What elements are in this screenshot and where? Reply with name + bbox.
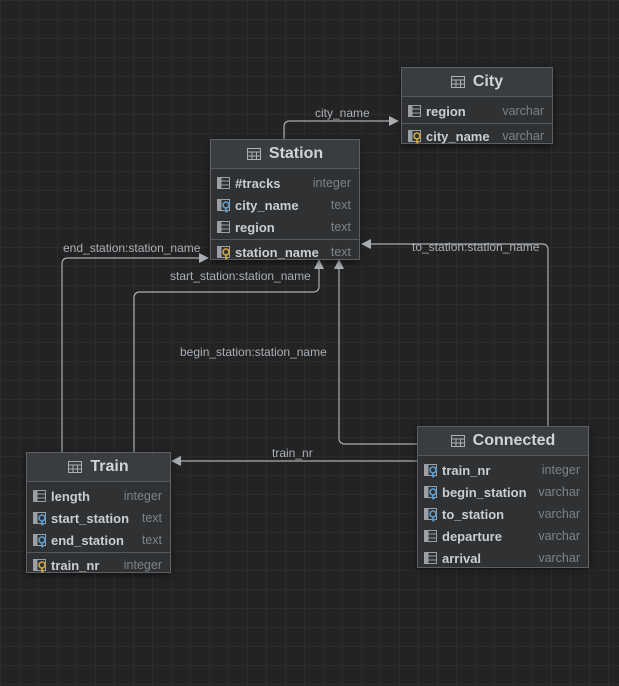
foreign-key-icon [217, 199, 230, 213]
table-header[interactable]: Connected [418, 427, 588, 456]
edge-begin-station [334, 259, 418, 445]
edge-to-station [361, 239, 549, 426]
column-row[interactable]: departure varchar [418, 525, 588, 547]
table-connected[interactable]: Connected train_nr integer begin_station… [417, 426, 589, 568]
column-type: varchar [502, 104, 544, 118]
column-row[interactable]: train_nr integer [418, 459, 588, 481]
table-icon [450, 435, 465, 447]
column-row[interactable]: region text [211, 216, 359, 238]
column-icon [424, 530, 437, 542]
column-name: arrival [442, 550, 482, 566]
key-separator [402, 123, 552, 124]
column-row[interactable]: begin_station varchar [418, 481, 588, 503]
label-city-name: city_name [315, 106, 370, 120]
table-icon [450, 76, 465, 88]
column-icon [217, 221, 230, 233]
key-separator [27, 552, 170, 553]
foreign-key-icon [424, 508, 437, 522]
primary-key-icon [217, 246, 230, 260]
column-name: train_nr [442, 462, 491, 478]
column-type: text [141, 511, 162, 525]
column-row[interactable]: to_station varchar [418, 503, 588, 525]
column-type: text [330, 220, 351, 234]
column-icon [424, 552, 437, 564]
key-separator [211, 239, 359, 240]
column-name: city_name [426, 128, 490, 144]
column-type: varchar [538, 507, 580, 521]
table-title: Connected [472, 432, 556, 449]
column-name: train_nr [51, 557, 100, 573]
foreign-key-icon [33, 512, 46, 526]
edge-city-name [283, 116, 399, 139]
column-icon [408, 105, 421, 117]
label-begin-station: begin_station:station_name [180, 345, 327, 359]
foreign-key-icon [424, 464, 437, 478]
column-name: length [51, 488, 90, 504]
edge-start-station [133, 259, 324, 452]
column-name: begin_station [442, 484, 527, 500]
column-name: to_station [442, 506, 505, 522]
column-type: text [141, 533, 162, 547]
label-to-station: to_station:station_name [412, 240, 540, 254]
column-row[interactable]: end_station text [27, 529, 170, 551]
column-name: region [235, 219, 275, 235]
column-type: varchar [502, 129, 544, 143]
column-icon [217, 177, 230, 189]
column-type: integer [541, 463, 580, 477]
column-type: text [330, 198, 351, 212]
table-header[interactable]: Train [27, 453, 170, 482]
foreign-key-icon [33, 534, 46, 548]
table-title: City [472, 73, 504, 90]
column-type: integer [312, 176, 351, 190]
table-city[interactable]: City region varchar city_name varchar [401, 67, 553, 144]
label-end-station: end_station:station_name [63, 241, 201, 255]
column-row[interactable]: start_station text [27, 507, 170, 529]
column-row[interactable]: region varchar [402, 100, 552, 122]
label-start-station: start_station:station_name [170, 269, 311, 283]
column-row[interactable]: train_nr integer [27, 554, 170, 576]
column-name: end_station [51, 532, 124, 548]
label-train-nr: train_nr [272, 446, 313, 460]
primary-key-icon [408, 130, 421, 144]
table-title: Station [268, 145, 324, 162]
table-header[interactable]: Station [211, 140, 359, 169]
table-station[interactable]: Station #tracks integer city_name text r… [210, 139, 360, 260]
column-type: integer [123, 489, 162, 503]
table-header[interactable]: City [402, 68, 552, 97]
table-icon [68, 461, 83, 473]
column-row[interactable]: #tracks integer [211, 172, 359, 194]
column-row[interactable]: station_name text [211, 241, 359, 263]
column-name: departure [442, 528, 502, 544]
column-name: #tracks [235, 175, 281, 191]
table-icon [246, 148, 261, 160]
foreign-key-icon [424, 486, 437, 500]
table-title: Train [90, 458, 129, 475]
column-name: start_station [51, 510, 130, 526]
column-type: varchar [538, 529, 580, 543]
column-row[interactable]: city_name varchar [402, 125, 552, 147]
column-row[interactable]: length integer [27, 485, 170, 507]
column-type: varchar [538, 485, 580, 499]
column-name: station_name [235, 244, 319, 260]
column-type: integer [123, 558, 162, 572]
table-train[interactable]: Train length integer start_station text … [26, 452, 171, 573]
edge-end-station [61, 253, 209, 452]
column-row[interactable]: city_name text [211, 194, 359, 216]
column-type: text [330, 245, 351, 259]
column-icon [33, 490, 46, 502]
column-name: region [426, 103, 466, 119]
column-type: varchar [538, 551, 580, 565]
primary-key-icon [33, 559, 46, 573]
column-row[interactable]: arrival varchar [418, 547, 588, 569]
column-name: city_name [235, 197, 299, 213]
